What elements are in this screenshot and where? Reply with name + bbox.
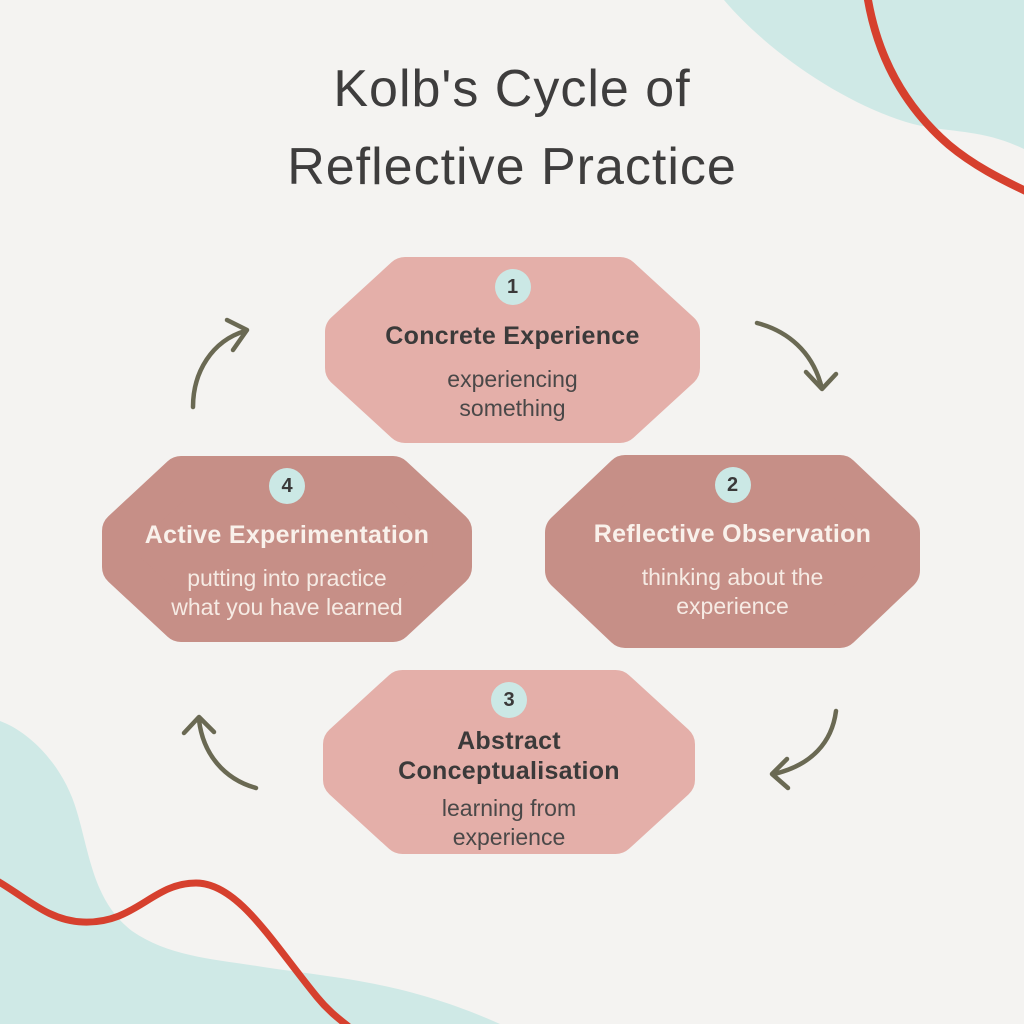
stage-number-badge: 1 (494, 269, 531, 305)
stage-description: thinking about the experience (641, 564, 824, 619)
stage-number-badge: 2 (714, 467, 751, 503)
stage-card-reflective-observation: 2 Reflective Observation thinking about … (545, 455, 920, 648)
page-title: Kolb's Cycle of Reflective Practice (287, 60, 737, 196)
stage-number: 2 (726, 473, 739, 496)
stage-number: 3 (503, 688, 515, 711)
stage-blob-shape (102, 456, 472, 642)
stage-card-active-experimentation: 4 Active Experimentation putting into pr… (102, 456, 472, 642)
cycle-arrow-3-to-4-icon (181, 714, 259, 791)
stage-card-concrete-experience: 1 Concrete Experience experiencing somet… (325, 257, 700, 443)
stage-title: Concrete Experience (385, 322, 640, 350)
stage-title: Reflective Observation (593, 520, 872, 548)
cycle-arrow-2-to-3-icon (769, 708, 839, 791)
stage-title: Active Experimentation (144, 521, 430, 549)
stage-description: experiencing something (447, 366, 578, 421)
stage-title: Abstract Conceptualisation (398, 727, 620, 785)
stage-blob-shape (545, 455, 920, 648)
stage-description: putting into practice what you have lear… (171, 565, 403, 620)
stage-number-badge: 3 (491, 682, 527, 718)
cycle-arrow-1-to-2-icon (754, 320, 839, 392)
stage-number: 4 (281, 474, 293, 497)
stage-number-badge: 4 (269, 468, 305, 504)
stage-description: learning from experience (441, 795, 577, 850)
red-squiggle-bottom-left (0, 878, 351, 1024)
cycle-arrow-4-to-1-icon (190, 317, 250, 410)
stage-number: 1 (506, 275, 519, 298)
stage-blob-shape (325, 257, 700, 443)
stage-card-abstract-conceptualisation: 3 Abstract Conceptualisation learning fr… (323, 670, 695, 854)
